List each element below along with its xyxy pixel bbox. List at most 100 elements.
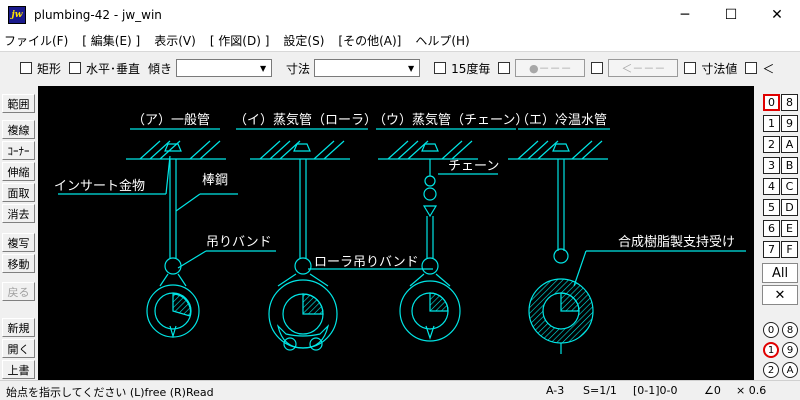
label-chain: チェーン xyxy=(448,159,499,174)
arrow-line-button[interactable]: ＜－－－ xyxy=(608,59,679,77)
window-controls: ─ ☐ ✕ xyxy=(662,0,800,30)
title-bar: jw plumbing-42 - jw_win ─ ☐ ✕ xyxy=(0,0,800,30)
hanger-i xyxy=(268,159,338,351)
ceiling-slab-e xyxy=(508,140,608,160)
menu-bar: ファイル(F) [ 編集(E) ] 表示(V) [ 作図(D) ] 設定(S) … xyxy=(0,30,800,52)
menu-edit[interactable]: [ 編集(E) ] xyxy=(82,34,141,48)
close-icon[interactable]: ✕ xyxy=(762,285,798,305)
range-button[interactable]: 範囲 xyxy=(2,94,35,113)
layer-button[interactable]: 6 xyxy=(763,220,780,237)
hv-checkbox[interactable]: 水平･垂直 xyxy=(69,60,140,77)
layer-button[interactable]: 3 xyxy=(763,157,780,174)
hv-label: 水平･垂直 xyxy=(86,61,141,76)
layer-status[interactable]: [0-1]0-0 xyxy=(633,384,678,397)
chevron-down-icon[interactable]: ▼ xyxy=(259,63,267,73)
label-steam-roller: （イ）蒸気管（ローラ） xyxy=(234,112,377,128)
checkbox-box[interactable] xyxy=(745,62,758,74)
overwrite-button[interactable]: 上書 xyxy=(2,360,35,379)
layer-button[interactable]: 9 xyxy=(781,115,798,132)
group-button[interactable]: 9 xyxy=(782,342,798,358)
checkbox-box[interactable] xyxy=(20,62,32,74)
layer-button[interactable]: C xyxy=(781,178,798,195)
command-panel: 範囲 複線 ｺｰﾅｰ 伸縮 面取 消去 複写 移動 戻る 新規 開く 上書 xyxy=(0,90,38,380)
layer-button[interactable]: F xyxy=(781,241,798,258)
label-roller-band: ローラ吊りバンド xyxy=(314,255,419,270)
leader-band xyxy=(177,250,207,269)
open-button[interactable]: 開く xyxy=(2,339,35,358)
label-rod: 棒鋼 xyxy=(202,173,228,188)
lt-checkbox[interactable]: ＜ xyxy=(745,60,774,77)
menu-draw[interactable]: [ 作図(D) ] xyxy=(209,34,270,48)
tilt-combo[interactable]: ▼ xyxy=(176,59,273,77)
hanger-u xyxy=(399,159,461,342)
zoom[interactable]: × 0.6 xyxy=(736,384,767,397)
move-button[interactable]: 移動 xyxy=(2,254,35,273)
layer-button[interactable]: 4 xyxy=(763,178,780,195)
group-button[interactable]: 1 xyxy=(763,342,779,358)
checkbox-box[interactable] xyxy=(69,62,82,74)
layer-button[interactable]: 5 xyxy=(763,199,780,216)
ceiling-slab-u xyxy=(378,140,478,160)
maximize-button[interactable]: ☐ xyxy=(724,7,738,23)
menu-other[interactable]: [その他(A)] xyxy=(338,34,402,48)
menu-settings[interactable]: 設定(S) xyxy=(283,34,325,48)
drawing-canvas[interactable]: （ア）一般管 （イ）蒸気管（ローラ） （ウ）蒸気管（チェーン） （エ）冷温水管 … xyxy=(38,86,754,380)
extend-button[interactable]: 伸縮 xyxy=(2,162,35,181)
toolbar: 矩形 水平･垂直 傾き ▼ 寸法 ▼ 15度毎 ●－－－ ＜－－－ 寸法値 ＜ xyxy=(0,54,800,82)
layer-button[interactable]: 1 xyxy=(763,115,780,132)
layer-button[interactable]: B xyxy=(781,157,798,174)
corner-button[interactable]: ｺｰﾅｰ xyxy=(2,141,35,160)
layer-panel: 0 8 1 9 2 A 3 B 4 C 5 D 6 E 7 F All ✕ 0 … xyxy=(760,90,800,380)
checkbox-box[interactable] xyxy=(434,62,447,74)
menu-view[interactable]: 表示(V) xyxy=(154,34,196,48)
label-resin-support: 合成樹脂製支持受け xyxy=(618,235,735,250)
offset-button[interactable]: 複線 xyxy=(2,120,35,139)
group-button[interactable]: 0 xyxy=(763,322,779,338)
label-steam-chain: （ウ）蒸気管（チェーン） xyxy=(373,112,528,128)
dot-line-button[interactable]: ●－－－ xyxy=(515,59,586,77)
status-message: 始点を指示してください (L)free (R)Read xyxy=(6,386,214,399)
layer-button[interactable]: 2 xyxy=(763,136,780,153)
chamfer-button[interactable]: 面取 xyxy=(2,183,35,202)
dot-line-checkbox[interactable] xyxy=(498,62,511,74)
all-layers-button[interactable]: All xyxy=(762,263,798,283)
minimize-button[interactable]: ─ xyxy=(680,7,690,23)
window-title: plumbing-42 - jw_win xyxy=(34,8,162,22)
paper-size[interactable]: A-3 xyxy=(546,384,565,397)
deg15-checkbox[interactable]: 15度毎 xyxy=(434,60,490,77)
undo-button[interactable]: 戻る xyxy=(2,282,35,301)
layer-button[interactable]: 0 xyxy=(763,94,780,111)
deg15-label: 15度毎 xyxy=(451,61,491,76)
chevron-down-icon[interactable]: ▼ xyxy=(407,63,415,73)
hanger-a xyxy=(146,159,200,339)
group-button[interactable]: 2 xyxy=(763,362,779,378)
tilt-label: 傾き xyxy=(148,61,173,76)
menu-help[interactable]: ヘルプ(H) xyxy=(415,34,470,48)
group-button[interactable]: 8 xyxy=(782,322,798,338)
arrow-line-checkbox[interactable] xyxy=(591,62,604,74)
layer-button[interactable]: D xyxy=(781,199,798,216)
leader-rod xyxy=(175,193,201,212)
layer-button[interactable]: 7 xyxy=(763,241,780,258)
rect-checkbox[interactable]: 矩形 xyxy=(20,60,61,77)
scale[interactable]: S=1/1 xyxy=(583,384,617,397)
angle[interactable]: ∠0 xyxy=(704,384,721,397)
dim-label: 寸法 xyxy=(286,61,311,76)
group-button[interactable]: A xyxy=(782,362,798,378)
label-general-pipe: （ア）一般管 xyxy=(132,112,210,128)
layer-button[interactable]: A xyxy=(781,136,798,153)
status-bar: 始点を指示してください (L)free (R)Read A-3 S=1/1 [0… xyxy=(0,380,800,400)
dim-combo[interactable]: ▼ xyxy=(314,59,421,77)
dim-value-checkbox[interactable]: 寸法値 xyxy=(684,60,737,77)
hanger-e xyxy=(528,159,594,354)
menu-file[interactable]: ファイル(F) xyxy=(4,34,69,48)
ceiling-slab-i xyxy=(250,140,350,160)
erase-button[interactable]: 消去 xyxy=(2,204,35,223)
app-icon: jw xyxy=(8,6,26,24)
layer-button[interactable]: E xyxy=(781,220,798,237)
copy-button[interactable]: 複写 xyxy=(2,233,35,252)
checkbox-box[interactable] xyxy=(684,62,697,74)
close-button[interactable]: ✕ xyxy=(771,7,783,23)
layer-button[interactable]: 8 xyxy=(781,94,798,111)
new-button[interactable]: 新規 xyxy=(2,318,35,337)
